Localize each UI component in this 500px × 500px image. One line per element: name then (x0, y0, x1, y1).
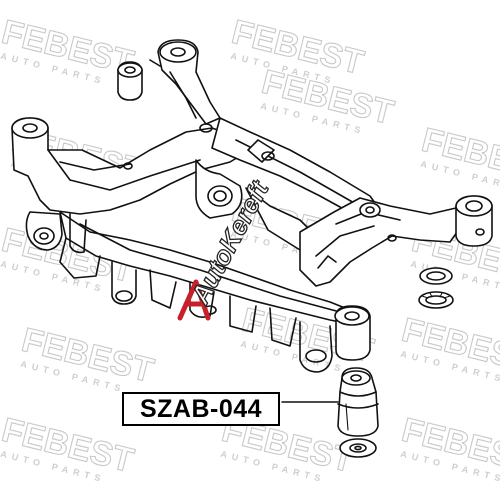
rear-crossmember (59, 211, 361, 373)
right-bushing-mount (455, 195, 493, 247)
part-number-label: SZAB-044 (122, 392, 280, 426)
loose-bushing-top (117, 61, 143, 101)
bushing-washer (339, 438, 377, 458)
upper-mount-bracket (149, 39, 221, 125)
left-crossmember (11, 117, 251, 215)
subframe-drawing (11, 39, 493, 458)
washer-lower (418, 291, 454, 309)
right-arm (299, 197, 461, 287)
left-lower-bushings (25, 211, 87, 254)
frame-bushing (334, 305, 371, 361)
washer-upper (419, 267, 453, 285)
overlay-wordmark-accent (177, 279, 211, 321)
replacement-bushing (337, 367, 379, 437)
